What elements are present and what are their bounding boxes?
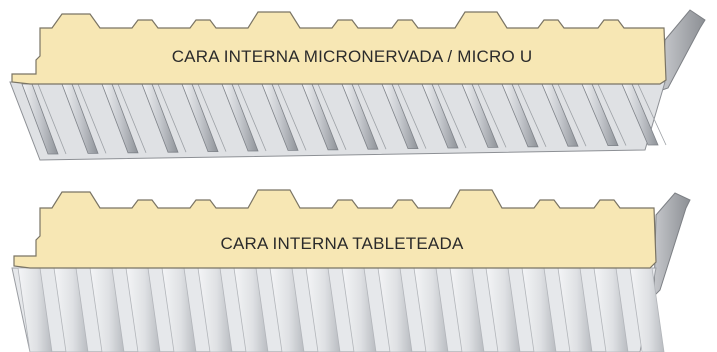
top-panel-edge-flange [661, 9, 706, 91]
rib-groove [317, 83, 347, 150]
rib-groove [117, 83, 147, 153]
rib-groove [437, 83, 467, 149]
rib-groove [37, 83, 67, 155]
bottom-panel-label: CARA INTERNA TABLETEADA [220, 234, 464, 253]
top-panel-core [11, 11, 667, 85]
rib-groove [197, 83, 227, 152]
rib-groove [397, 83, 427, 149]
rib-groove [477, 83, 507, 148]
rib-groove [557, 83, 587, 147]
bottom-panel [11, 189, 691, 352]
rib-groove [157, 83, 187, 153]
top-panel-ribs [21, 83, 667, 155]
rib-groove [277, 83, 307, 151]
top-panel [9, 9, 706, 161]
rib-groove [517, 83, 547, 147]
rib-groove [357, 83, 387, 150]
top-panel-label: CARA INTERNA MICRONERVADA / MICRO U [171, 47, 533, 66]
rib-groove [637, 83, 667, 146]
rib-groove [77, 83, 107, 154]
bottom-panel-edge-flange [653, 192, 691, 298]
rib-groove [597, 83, 627, 146]
bottom-panel-core [13, 189, 657, 269]
rib-groove [237, 83, 267, 152]
